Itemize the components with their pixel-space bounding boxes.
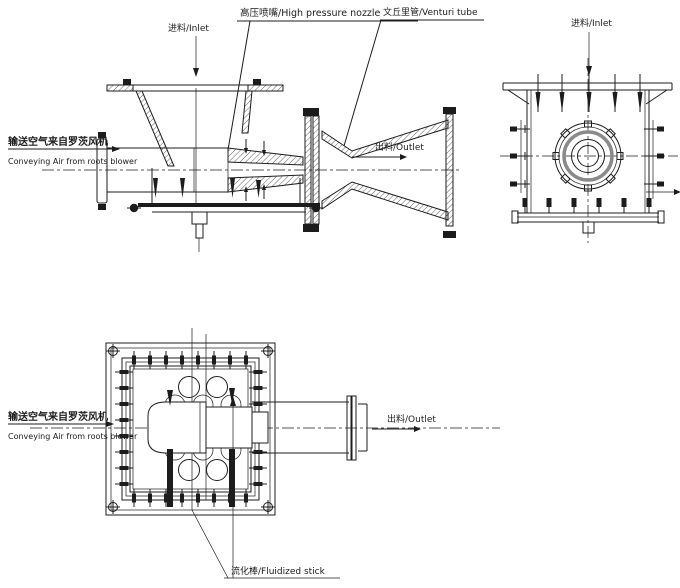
outlet-pipe-top [252, 395, 368, 461]
venturi-tube [321, 107, 456, 238]
venturi-tube-label: 文丘里管/Venturi tube [383, 6, 478, 18]
flange-lug [584, 184, 592, 192]
high-pressure-nozzle-label: 高压喷嘴/High pressure nozzle [240, 7, 381, 19]
high-pressure-nozzle [227, 147, 304, 193]
bottom-box [127, 168, 323, 252]
fluidized-stick-tip [153, 178, 158, 198]
fluidized-stick-leaders [191, 396, 340, 579]
top-mounting-plate [502, 73, 673, 113]
flange-bolt [98, 132, 106, 138]
hanging-bolt [535, 73, 541, 113]
gusset [507, 89, 530, 105]
flange-bolt [621, 197, 627, 214]
flange-bolt [443, 107, 456, 114]
flange-lug [616, 152, 624, 160]
nozzle-leader [227, 20, 251, 151]
fluidized-stick-tip [256, 180, 261, 198]
corner-bolt [105, 499, 121, 515]
outlet-arrow [372, 426, 421, 432]
outlet-flange [445, 113, 454, 227]
drain-box [191, 211, 208, 225]
side-bolt [311, 203, 321, 213]
hanging-bolt [637, 73, 643, 113]
air-inlet-pipe [96, 132, 229, 210]
flange-lug [584, 120, 592, 128]
joint-flange [303, 108, 320, 232]
fluidizing-ports-full [178, 376, 228, 481]
conveying-air-cn-top-view: 输送空气来自罗茨风机 [8, 410, 108, 423]
flange-lug [560, 173, 571, 184]
side-bolts-right [643, 120, 680, 199]
inlet-pipe-flange-circles [552, 120, 624, 192]
side-section-view [42, 36, 462, 252]
nozzle-body-top [147, 401, 269, 454]
inlet-label-end-view: 进料/Inlet [571, 17, 612, 29]
fluidized-sticks [167, 388, 235, 507]
top-view [30, 328, 500, 579]
fluidized-stick-label: 流化棒/Fluidized stick [231, 565, 326, 577]
hanging-bolt [559, 73, 565, 113]
direction-arrow [674, 189, 680, 195]
hanging-bolt [612, 73, 618, 113]
conveying-air-en-top-view: Conveying Air from roots blower [8, 432, 138, 441]
flange-bolt [646, 197, 652, 214]
drain-stub [582, 221, 595, 234]
top-mounting-plate [106, 79, 284, 92]
outlet-label-side-view: 出料/Outlet [375, 141, 424, 153]
outer-frame [105, 342, 276, 516]
flange-bolt [98, 204, 106, 210]
corner-bolt [105, 343, 121, 359]
feed-hopper [135, 90, 253, 167]
flange-bolt [303, 224, 319, 232]
flange-bolt [571, 197, 577, 214]
venturi-leader [343, 19, 382, 147]
plate-bolt [253, 79, 261, 85]
side-bolt [129, 203, 139, 213]
plate-bolt [123, 79, 131, 85]
label-leaders [8, 19, 484, 427]
end-view [500, 32, 680, 243]
side-bolts-left [509, 120, 531, 193]
annotations: 进料/Inlet 高压喷嘴/High pressure nozzle 文丘里管/… [8, 6, 612, 577]
inlet-label-side-view: 进料/Inlet [168, 22, 209, 34]
bottom-flange [511, 197, 665, 234]
flange-lug [605, 173, 616, 184]
fluidized-stick-tip [230, 178, 235, 198]
flange-bolt [443, 231, 456, 238]
outlet-arrowhead [400, 154, 407, 160]
hanging-bolt [586, 73, 592, 113]
flange-lug [560, 128, 571, 139]
conveying-arrowhead-bottom [106, 421, 114, 427]
fluidized-stick-tip [180, 178, 185, 198]
conveying-air-en-side-view: Conveying Air from roots blower [8, 157, 138, 166]
corner-bolt [260, 343, 276, 359]
conveying-air-cn-side-view: 输送空气来自罗茨风机 [8, 135, 108, 148]
flange-lug [552, 152, 560, 160]
flange-bolt [596, 197, 602, 214]
outlet-label-top-view: 出料/Outlet [387, 413, 436, 425]
flange-bolt [303, 108, 319, 116]
air-flow-arrows [244, 139, 266, 201]
conveying-arrowhead-top [112, 146, 120, 152]
flange-lug [605, 128, 616, 139]
drain-stub [195, 223, 204, 239]
inlet-arrow [586, 32, 592, 76]
flange-bolt [546, 197, 552, 214]
inlet-arrow [193, 36, 199, 77]
corner-bolt [260, 499, 276, 515]
